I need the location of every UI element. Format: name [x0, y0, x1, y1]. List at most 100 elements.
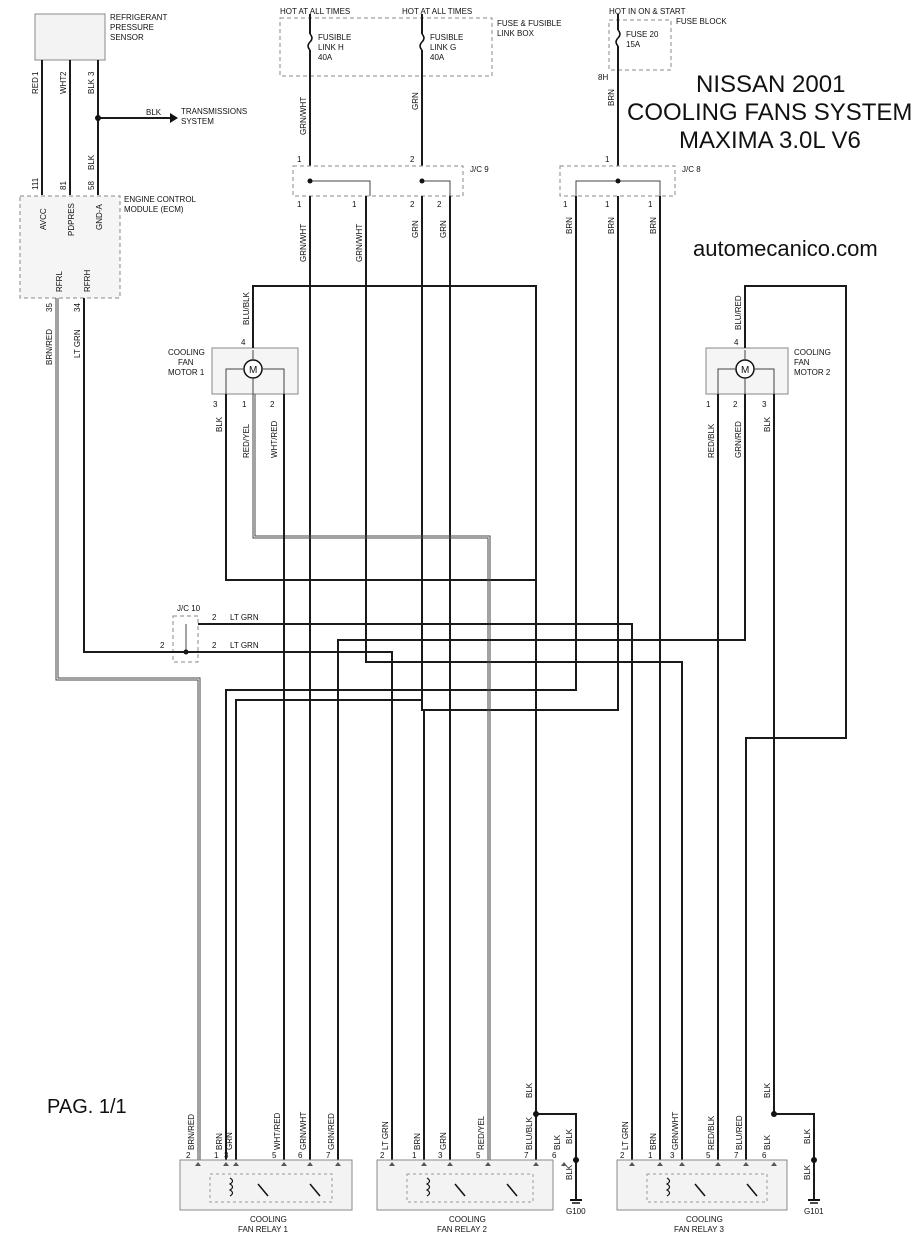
jc10-out-2: 2 — [212, 641, 217, 650]
jc10-wire-2: LT GRN — [230, 641, 259, 650]
g101-label: G101 — [804, 1207, 824, 1216]
sensor-name-3: SENSOR — [110, 33, 144, 42]
relay-pin-number: 2 — [620, 1151, 625, 1160]
relay-pin-wire-color: BRN/RED — [187, 1114, 196, 1150]
ecm-term-pdpres: PDPRES — [67, 203, 76, 236]
jc8-wire-1: BRN — [565, 217, 574, 234]
link-h-3: 40A — [318, 53, 333, 62]
g101-wire-top: BLK — [763, 1082, 772, 1098]
website-label: automecanico.com — [693, 236, 878, 261]
relay-pin-number: 3 — [224, 1151, 229, 1160]
wire-grn-wht-top-label: GRN/WHT — [299, 97, 308, 135]
pin-arrow-icon — [715, 1162, 721, 1166]
motor2-name-1: COOLING — [794, 348, 831, 357]
pin-arrow-icon — [657, 1162, 663, 1166]
sensor-pin-1: 1 — [31, 71, 40, 76]
jc9-dot-1 — [307, 178, 313, 184]
hot-label-2: HOT AT ALL TIMES — [402, 7, 472, 16]
sensor-pin-2: 2 — [59, 71, 68, 76]
relay-name-2: FAN RELAY 3 — [674, 1225, 725, 1234]
pin-arrow-icon — [389, 1162, 395, 1166]
ecm-term-rfrl: RFRL — [55, 271, 64, 292]
wire-brn-relay1-pin1 — [225, 196, 577, 1160]
relay-pin-number: 1 — [648, 1151, 653, 1160]
transmission-label-2: SYSTEM — [181, 117, 214, 126]
motor2-top-pin: 4 — [734, 338, 739, 347]
ecm-pin-58: 58 — [87, 181, 96, 190]
relay-pin-number: 3 — [438, 1151, 443, 1160]
title-line-1: NISSAN 2001 — [696, 71, 845, 98]
jc8-wire-2: BRN — [607, 217, 616, 234]
wire-brn-red-trace — [57, 298, 201, 1160]
ecm-wire-lt-grn: LT GRN — [73, 329, 82, 358]
fuse-block-pin: 8H — [598, 73, 608, 82]
arrow-icon — [170, 113, 178, 123]
fuse-link-h-icon — [307, 33, 313, 51]
relay-pin-wire-color: GRN — [439, 1132, 448, 1150]
pin-arrow-icon — [233, 1162, 239, 1166]
hot-label-1: HOT AT ALL TIMES — [280, 7, 350, 16]
g100-label: G100 — [566, 1207, 586, 1216]
relay-pin-wire-color: GRN/RED — [327, 1113, 336, 1150]
motor1-pin-1: 1 — [242, 400, 247, 409]
relay-pin-wire-color: RED/BLK — [707, 1115, 716, 1150]
relay-switch-icon — [309, 1183, 321, 1197]
motor2-lead-3 — [754, 368, 775, 394]
relay-name-2: FAN RELAY 2 — [437, 1225, 488, 1234]
relay-pin-wire-color: BLK — [553, 1134, 562, 1150]
g101-wire-mid: BLK — [803, 1128, 812, 1144]
relay-pin-number: 5 — [272, 1151, 277, 1160]
motor1-lead-3 — [225, 368, 244, 394]
ecm-name-1: ENGINE CONTROL — [124, 195, 197, 204]
relay-pin-number: 7 — [524, 1151, 529, 1160]
wire-lt-grn-relay3-pin2 — [198, 623, 633, 1160]
fuse-20-label: FUSE 20 — [626, 30, 659, 39]
g100-wire-bottom: BLK — [565, 1164, 574, 1180]
pin-arrow-icon — [629, 1162, 635, 1166]
wire-blu-red-relay3-pin7 — [744, 285, 847, 1160]
relay-switch-icon — [694, 1183, 706, 1197]
motor2-name-2: FAN — [794, 358, 810, 367]
junction-connector-8: J/C 8 1 1 1 1 — [559, 155, 701, 209]
jc9-out-2: 1 — [352, 200, 357, 209]
jc8-out-2: 1 — [605, 200, 610, 209]
pin-arrow-icon — [743, 1162, 749, 1166]
cooling-fan-motor-1: COOLING FAN MOTOR 1 M — [168, 347, 299, 395]
motor1-pin-2: 2 — [270, 400, 275, 409]
relay-coil-icon — [425, 1177, 431, 1197]
fuse-20-icon — [615, 29, 621, 47]
ground-icon — [808, 1199, 820, 1204]
relay-name-2: FAN RELAY 1 — [238, 1225, 289, 1234]
motor2-name-3: MOTOR 2 — [794, 368, 831, 377]
title-line-2: COOLING FANS SYSTEM — [627, 99, 912, 126]
relay-pin-wire-color: LT GRN — [381, 1121, 390, 1150]
sensor-wire-2: WHT — [59, 76, 68, 94]
pin-arrow-icon — [561, 1162, 567, 1166]
relay-name-1: COOLING — [686, 1215, 723, 1224]
motor2-lead-1 — [717, 368, 736, 394]
link-g-3: 40A — [430, 53, 445, 62]
jc9-out-4: 2 — [437, 200, 442, 209]
relay-pin-wire-color: RED/YEL — [477, 1115, 486, 1150]
motor1-symbol: M — [249, 365, 257, 376]
pin-arrow-icon — [335, 1162, 341, 1166]
wire-red-yel-trace — [254, 394, 491, 1160]
motor1-name-2: FAN — [178, 358, 194, 367]
sensor-name-2: PRESSURE — [110, 23, 154, 32]
fuse-box-name-2: LINK BOX — [497, 29, 535, 38]
relay-pin-number: 2 — [186, 1151, 191, 1160]
g101-wire-bottom: BLK — [803, 1164, 812, 1180]
pin-arrow-icon — [281, 1162, 287, 1166]
motor2-wire-blk: BLK — [763, 416, 772, 432]
motor2-wire-red-blk: RED/BLK — [707, 423, 716, 458]
relay-pin-number: 6 — [298, 1151, 303, 1160]
engine-control-module: ENGINE CONTROL MODULE (ECM) 111 81 58 AV… — [19, 177, 197, 312]
relay-pin-number: 7 — [326, 1151, 331, 1160]
sensor-pins: 1 RED 2 WHT 3 BLK — [31, 71, 96, 94]
motor1-wire-wht-red: WHT/RED — [270, 420, 279, 458]
jc10-name: J/C 10 — [177, 604, 201, 613]
link-g-1: FUSIBLE — [430, 33, 463, 42]
